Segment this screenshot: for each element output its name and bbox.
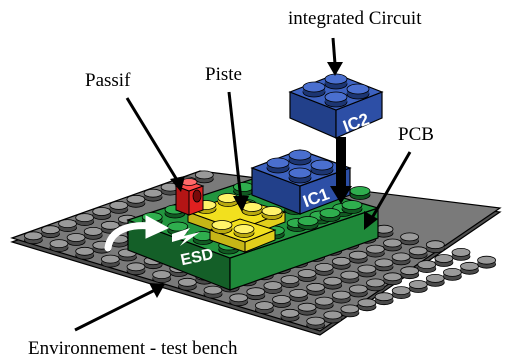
baseplate-stud [425,240,445,254]
baseplate-stud [280,275,300,289]
baseplate-stud [460,261,479,275]
baseplate-stud [263,281,283,295]
curved-white-arrow-icon [104,222,154,252]
baseplate-stud [365,244,385,258]
ic2-block: IC2 [288,73,384,139]
baseplate-stud [297,269,317,282]
baseplate-stud [348,284,368,298]
passive-component [174,178,205,216]
baseplate-stud [306,282,326,296]
baseplate-stud [477,255,497,269]
baseplate-stud [66,233,86,246]
baseplate-stud [400,266,420,280]
baseplate-stud [75,246,95,260]
label-passif: Passif [85,70,131,91]
baseplate-stud [75,213,95,227]
lightning-bolt-icon [172,228,200,246]
baseplate-stud [323,276,343,290]
pcb-stud [319,208,341,222]
baseplate-stud [400,232,420,246]
baseplate-stud [246,287,266,301]
baseplate-stud [425,273,445,287]
baseplate-stud [143,188,163,202]
baseplate-stud [58,219,78,233]
baseplate-stud [280,308,300,322]
baseplate-stud [306,316,326,330]
baseplate-stud [348,250,368,264]
baseplate-stud [41,225,60,239]
callout-arrows [74,37,412,332]
baseplate-stud [417,260,437,274]
baseplate-stud [194,170,214,184]
pcb-stud [341,200,363,214]
baseplate-stud [203,285,223,299]
baseplate-stud [340,270,360,284]
baseplate-stud [314,262,334,276]
pcb-stud [233,182,254,196]
baseplate-stud [442,267,462,281]
baseplate-stud [366,278,385,292]
baseplate-stud [100,254,120,268]
baseplate-stud [408,246,428,260]
ic2-down-arrow [330,137,352,204]
baseplate-stud [374,258,394,272]
baseplate-stud [340,304,360,318]
label-piste: Piste [205,64,242,85]
baseplate-stud [289,288,309,302]
baseplate-stud [434,254,454,267]
baseplate-stud [331,256,351,270]
baseplate-stud [391,286,411,300]
esd-label: ESD [179,246,215,269]
baseplate-stud [374,292,394,306]
baseplate-stud [92,207,112,220]
baseplate-stud [314,296,334,310]
baseplate-stud [323,310,343,324]
baseplate-stud [254,301,274,315]
baseplate-stud [177,277,197,291]
baseplate-stud [152,270,172,284]
pcb-stud [297,216,319,230]
baseplate-stud [383,272,403,286]
baseplate-stud [109,200,129,214]
baseplate-stud [126,262,146,276]
label-pcb: PCB [398,124,434,145]
baseplate-stud [23,231,43,245]
baseplate-stud [272,295,291,308]
esd-indicator: ESD [104,215,215,269]
label-integrated-circuit: integrated Circuit [288,8,422,29]
baseplate-stud [391,252,411,266]
baseplate-stud [451,247,471,261]
pcb-stud [349,186,371,200]
baseplate-stud [408,280,428,293]
baseplate-stud [331,290,351,304]
baseplate-stud [126,194,146,208]
track-bricks [186,193,287,253]
baseplate-stud [297,302,317,316]
baseplate-stud [383,238,402,252]
baseplate-stud [49,239,69,253]
baseplate-stud [357,298,377,312]
label-environment: Environnement - test bench [28,338,238,359]
baseplate-stud [229,293,249,307]
baseplate-stud [83,226,103,240]
baseplate-stud [357,264,377,278]
